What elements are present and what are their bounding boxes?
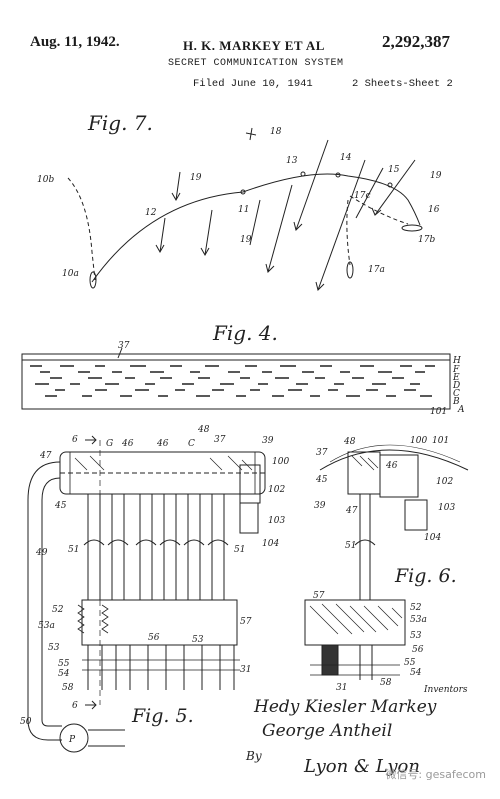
patent-number: 2,292,387 [382, 32, 450, 51]
fig6-ref: 37 [316, 448, 328, 458]
fig5-label: Fig. 5. [131, 705, 194, 727]
fig6-ref: 57 [313, 591, 325, 601]
fig6-ref: 45 [315, 475, 328, 485]
fig7-ref: 17a [368, 265, 385, 275]
fig5-ref: 39 [262, 436, 274, 446]
fig5-ref: 46 [156, 439, 169, 449]
fig5-ref: 49 [35, 548, 48, 558]
patent-title: SECRET COMMUNICATION SYSTEM [168, 58, 344, 69]
fig5-ref: 56 [148, 633, 160, 643]
fig5-ref: 46 [121, 439, 134, 449]
fig5-ref: C [188, 439, 195, 449]
fig5-ref: 6 [72, 435, 78, 445]
fig5-ref: 37 [214, 435, 226, 445]
fig6-ref: 56 [412, 645, 424, 655]
fig6-ref: 103 [438, 503, 455, 513]
fig6-ref: 46 [385, 461, 398, 471]
fig6-ref: 47 [345, 506, 358, 516]
fig6-ref: 104 [424, 533, 441, 543]
fig7-ref: 10b [37, 175, 54, 185]
fig6-ref: 55 [404, 658, 416, 668]
fig6-drawing: Fig. 6. 37 48 100 101 46 45 102 39 47 10… [304, 436, 469, 693]
fig4-label: Fig. 4. [212, 321, 278, 345]
fig6-ref: 51 [345, 541, 356, 551]
fig6-ref: 53a [410, 615, 427, 625]
patent-date: Aug. 11, 1942. [30, 34, 120, 50]
fig5-ref: 51 [234, 545, 245, 555]
fig4-ref: D [452, 381, 460, 391]
signature-hedy: Hedy Kiesler Markey [253, 697, 437, 717]
fig4-ref: 101 [430, 407, 447, 417]
sheet-count: 2 Sheets-Sheet 2 [352, 78, 453, 90]
fig4-ref: 37 [118, 341, 130, 351]
fig7-ref: 19 [430, 171, 442, 181]
signature-george: George Antheil [262, 721, 392, 741]
fig5-ref: 48 [197, 425, 210, 435]
fig5-ref: P [68, 735, 76, 745]
fig5-ref: 50 [20, 717, 32, 727]
signature-attorney: Lyon & Lyon [303, 756, 420, 777]
fig7-ref: 18 [270, 127, 282, 137]
fig6-ref: 31 [336, 683, 347, 693]
fig5-ref: 55 [58, 659, 70, 669]
fig6-ref: 48 [343, 437, 356, 447]
inventor-names: H. K. MARKEY ET AL [183, 38, 325, 53]
by-label: By [245, 749, 262, 763]
fig7-ref: 14 [340, 153, 352, 163]
fig6-ref: 54 [410, 668, 422, 678]
fig5-ref: 52 [52, 605, 64, 615]
inventor-signatures: Inventors Hedy Kiesler Markey George Ant… [245, 685, 468, 777]
fig5-ref: 58 [62, 683, 74, 693]
fig5-drawing: P Fig. 5. 6 G 46 46 C 48 37 39 [20, 425, 289, 753]
fig4-ref: B [452, 397, 460, 407]
fig4-drawing: Fig. 4. 37 H F E D C B A 101 [21, 321, 465, 417]
fig5-ref: 53 [192, 635, 204, 645]
fig6-ref: 58 [380, 678, 392, 688]
fig6-ref: 52 [410, 603, 422, 613]
filing-date: Filed June 10, 1941 [193, 78, 313, 90]
fig7-ref: 12 [145, 208, 157, 218]
fig7-ref: 13 [286, 156, 298, 166]
fig5-ref: 53a [38, 621, 55, 631]
fig5-ref: 100 [272, 457, 289, 467]
fig6-label: Fig. 6. [394, 565, 457, 587]
fig5-ref: 31 [240, 665, 251, 675]
fig5-ref: 47 [39, 451, 52, 461]
fig5-ref: 51 [68, 545, 79, 555]
fig7-ref: 10a [62, 269, 79, 279]
fig5-ref: 57 [240, 617, 252, 627]
fig4-ref: A [457, 405, 465, 415]
fig7-ref: 15 [388, 165, 400, 175]
fig5-ref: 45 [54, 501, 67, 511]
fig5-ref: 53 [48, 643, 60, 653]
fig6-ref: 53 [410, 631, 422, 641]
fig6-ref: 100 [410, 436, 427, 446]
fig5-ref: 103 [268, 516, 285, 526]
fig6-ref: 39 [314, 501, 326, 511]
fig5-ref: 102 [268, 485, 285, 495]
fig6-ref: 101 [432, 436, 449, 446]
fig7-drawing: Fig. 7. 10b 18 13 14 15 19 19 12 1 [37, 111, 442, 291]
fig7-label: Fig. 7. [87, 111, 153, 135]
fig7-ref: 11 [238, 205, 249, 215]
fig7-ref: 17c [354, 191, 371, 201]
fig5-ref: 104 [262, 539, 279, 549]
fig7-ref: 17b [418, 235, 435, 245]
fig5-ref: G [106, 439, 113, 449]
fig5-ref: 54 [58, 669, 70, 679]
fig5-ref: 6 [72, 701, 78, 711]
fig7-ref: 16 [428, 205, 440, 215]
fig7-ref: 19 [240, 235, 252, 245]
fig4-ref: F [452, 365, 460, 375]
inventors-label: Inventors [423, 685, 468, 695]
fig4-ref: H [452, 356, 461, 366]
watermark: 微信号: gesafecom [385, 768, 486, 781]
fig6-ref: 102 [436, 477, 453, 487]
fig4-ref: C [453, 389, 460, 399]
fig4-ref: E [452, 373, 460, 383]
fig7-ref: 19 [190, 173, 202, 183]
